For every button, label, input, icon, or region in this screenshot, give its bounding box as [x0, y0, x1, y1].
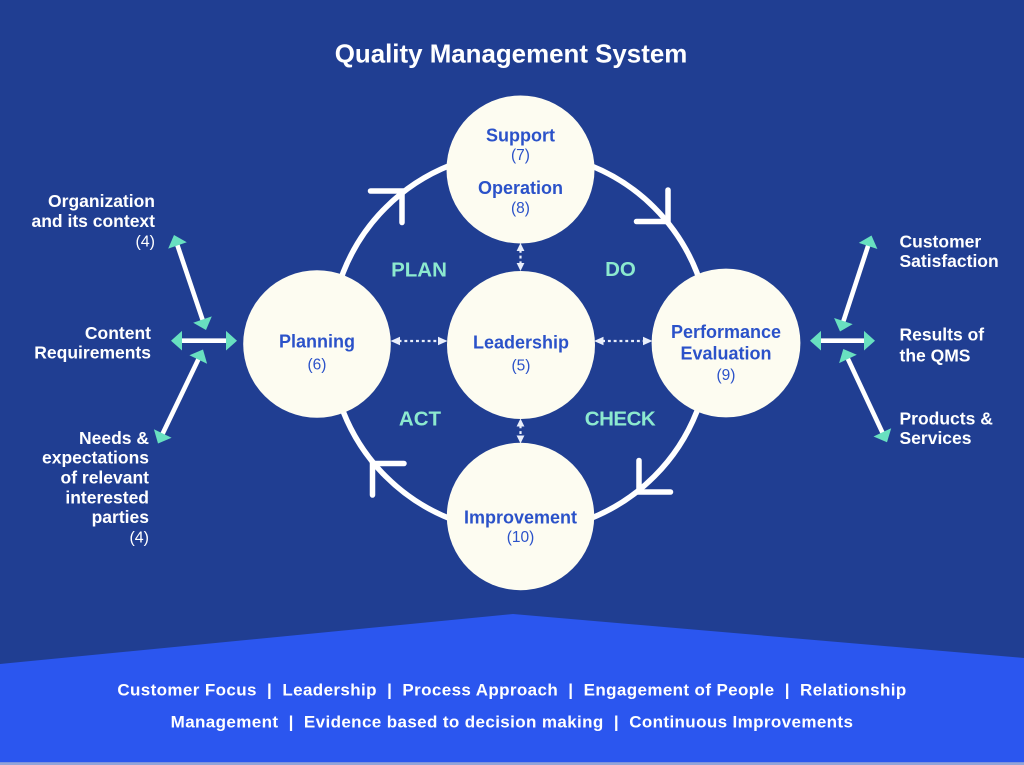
svg-text:interested: interested	[65, 487, 149, 507]
svg-text:Satisfaction: Satisfaction	[900, 251, 999, 271]
svg-text:(5): (5)	[512, 358, 531, 375]
svg-text:(4): (4)	[135, 233, 155, 250]
svg-text:Improvement: Improvement	[464, 508, 577, 528]
svg-text:Support: Support	[486, 126, 555, 146]
svg-text:Products &: Products &	[900, 408, 994, 428]
svg-text:(6): (6)	[308, 357, 327, 374]
svg-text:expectations: expectations	[42, 447, 149, 467]
svg-text:Customer: Customer	[900, 231, 982, 251]
svg-text:Performance: Performance	[671, 322, 781, 342]
svg-text:Planning: Planning	[279, 332, 355, 352]
svg-text:Customer Focus | Leadership: Customer Focus | Leadership | Process Ap…	[117, 681, 906, 700]
svg-text:ACT: ACT	[399, 407, 442, 430]
svg-text:(4): (4)	[129, 529, 149, 546]
svg-text:DO: DO	[605, 258, 636, 281]
svg-text:Requirements: Requirements	[34, 342, 151, 362]
svg-text:Needs &: Needs &	[79, 428, 149, 448]
svg-text:and its context: and its context	[32, 211, 156, 231]
svg-text:PLAN: PLAN	[391, 258, 447, 281]
svg-text:of relevant: of relevant	[61, 467, 150, 487]
svg-text:Quality Management System: Quality Management System	[335, 41, 688, 69]
svg-text:(10): (10)	[507, 529, 535, 546]
svg-text:Evaluation: Evaluation	[680, 343, 771, 363]
svg-text:Management | Evidence based: Management | Evidence based to decision …	[171, 713, 854, 732]
svg-text:Results of: Results of	[900, 324, 985, 344]
svg-text:parties: parties	[92, 507, 150, 527]
svg-text:Services: Services	[900, 428, 972, 448]
svg-text:Content: Content	[85, 323, 151, 343]
svg-text:Leadership: Leadership	[473, 333, 569, 353]
svg-text:(8): (8)	[511, 200, 530, 217]
svg-text:Operation: Operation	[478, 178, 563, 198]
svg-text:(7): (7)	[511, 147, 530, 164]
svg-text:(9): (9)	[717, 367, 736, 384]
svg-text:the QMS: the QMS	[900, 345, 971, 365]
svg-text:CHECK: CHECK	[585, 407, 656, 430]
svg-text:Organization: Organization	[48, 191, 155, 211]
